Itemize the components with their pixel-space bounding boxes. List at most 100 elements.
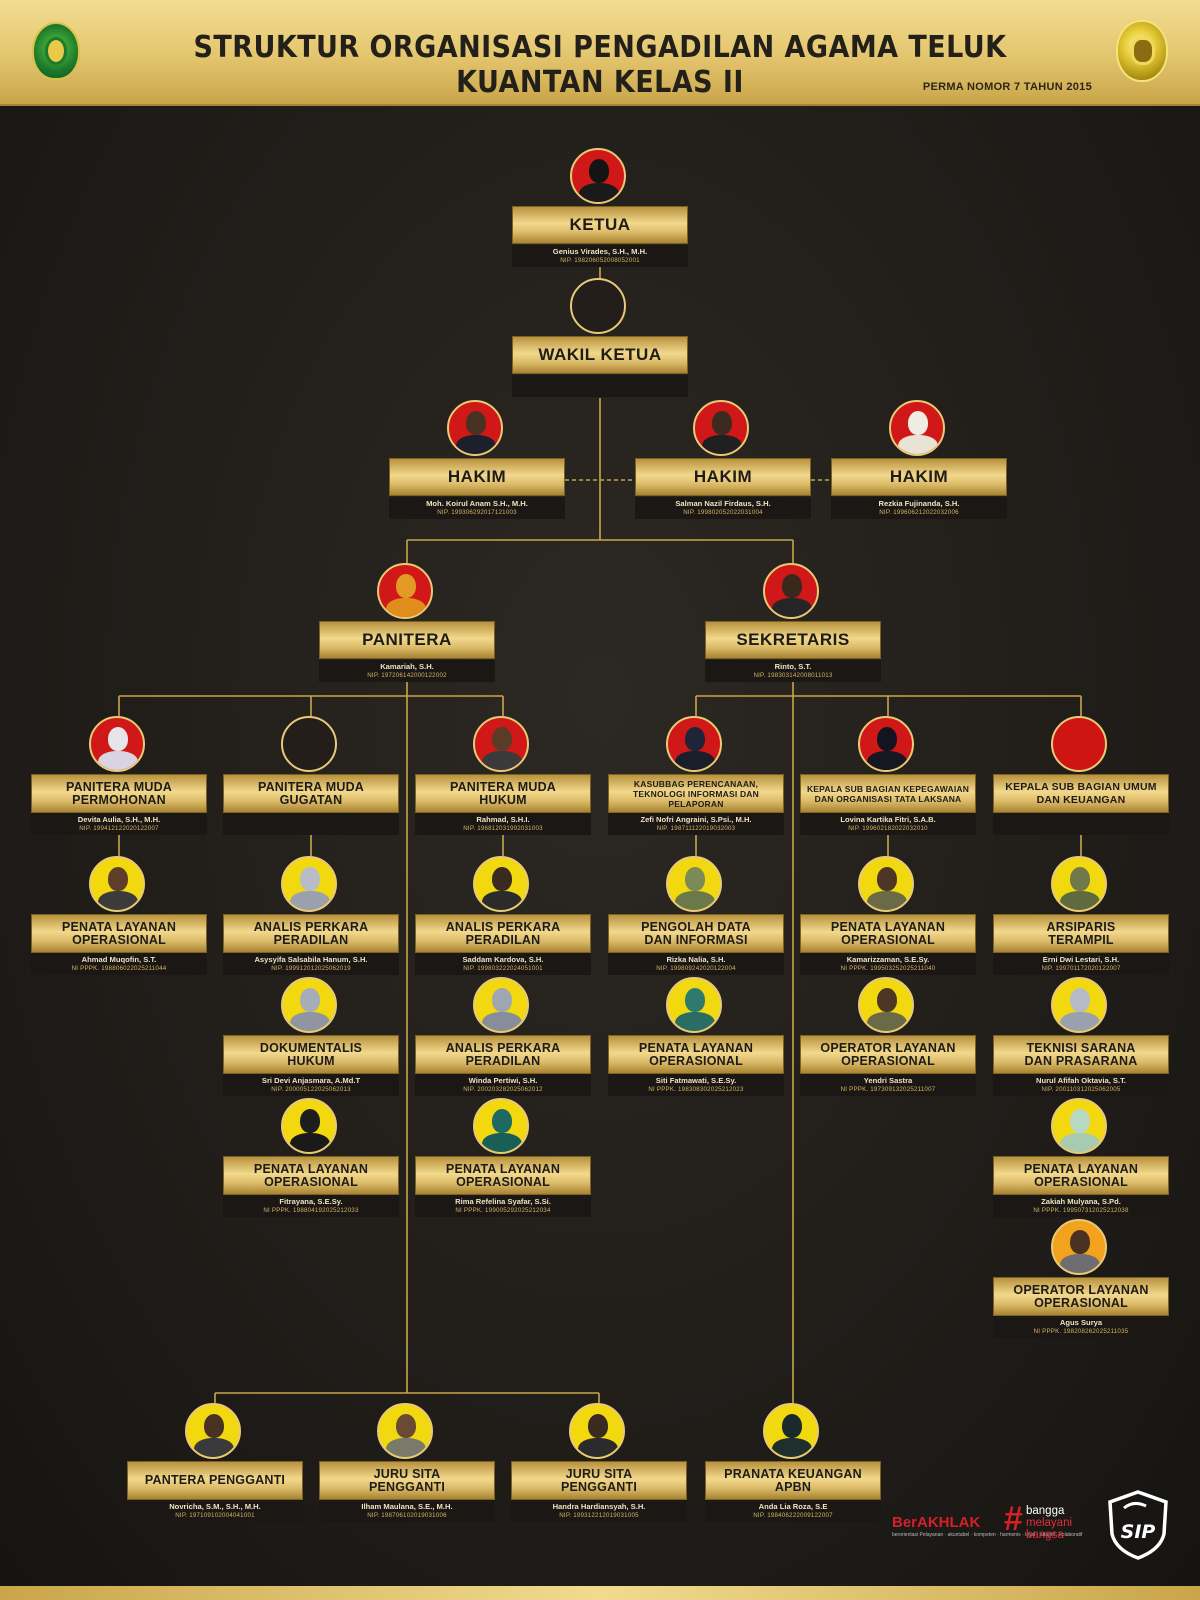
info-box: Devita Aulia, S.H., M.H.NIP. 19941212202… [31, 813, 207, 835]
hashtag-icon: # [1004, 1500, 1023, 1538]
footer-band [0, 1586, 1200, 1600]
photo-person [473, 716, 529, 772]
person-name: Agus Surya [1059, 1318, 1103, 1327]
role-title: TEKNISI SARANA [1026, 1040, 1136, 1055]
info-box: Erni Dwi Lestari, S.H.NIP. 1997011720201… [993, 953, 1169, 975]
info-box: Zakiah Mulyana, S.Pd.NI PPPK. 1995073120… [993, 1195, 1169, 1217]
role-title-line2: HUKUM [287, 1053, 335, 1068]
person-nip: NIP. 199606212022032006 [879, 509, 959, 516]
photo-person [473, 856, 529, 912]
photo-person [763, 1403, 819, 1459]
role-plate: SEKRETARIS [705, 621, 881, 659]
photo-hakim-3 [889, 400, 945, 456]
role-title: OPERATOR LAYANAN [1013, 1282, 1149, 1297]
info-box [512, 375, 688, 397]
role-title: ARSIPARIS [1046, 919, 1116, 934]
info-box: Rezkia Fujinanda, S.H.NIP. 1996062120220… [831, 497, 1007, 519]
role-title: PENGOLAH DATA [641, 919, 751, 934]
person-name: Siti Fatmawati, S.E.Sy. [655, 1076, 737, 1085]
person-name: Zakiah Mulyana, S.Pd. [1041, 1197, 1121, 1206]
role-title-line2: OPERASIONAL [649, 1053, 743, 1068]
person-nip: NI PPPK. 199503252025211040 [840, 965, 936, 972]
person-nip: NIP. 198406222009122007 [753, 1512, 833, 1519]
role-plate: HAKIM [831, 458, 1007, 496]
role-title-line2: PERADILAN [465, 932, 541, 947]
info-box: Siti Fatmawati, S.E.Sy.NI PPPK. 19830830… [608, 1074, 784, 1096]
person-nip: NIP. 197109102004041001 [175, 1512, 255, 1519]
role-plate: HAKIM [635, 458, 811, 496]
sip-shield-icon: SIP [1108, 1490, 1168, 1560]
role-title: OPERATOR LAYANAN [820, 1040, 956, 1055]
pengadilan-agama-logo-icon [32, 22, 80, 80]
person-nip: NI PPPK. 198208262025211035 [1033, 1328, 1129, 1335]
role-plate: PANTERA PENGGANTI [127, 1461, 303, 1500]
person-nip: NIP. 198303142008011013 [753, 672, 833, 679]
role-plate: WAKIL KETUA [512, 336, 688, 374]
role-title: PENATA LAYANAN [638, 1040, 754, 1055]
info-box: Genius Virades, S.H., M.H.NIP. 198206052… [512, 245, 688, 267]
person-name: Erni Dwi Lestari, S.H. [1042, 955, 1120, 964]
photo-person [666, 856, 722, 912]
person-nip: NI PPPK. 198308302025212023 [648, 1086, 744, 1093]
role-title: JURU SITA [373, 1466, 441, 1481]
role-title: PANITERA [362, 630, 452, 649]
person-nip: NI PPPK. 199507312025212038 [1033, 1207, 1129, 1214]
role-title: ANALIS PERKARA [445, 1040, 561, 1055]
info-box: Asysyifa Salsabila Hanum, S.H.NIP. 19991… [223, 953, 399, 975]
person-nip: NIP. 199802052022031004 [683, 509, 763, 516]
person-nip: NIP. 198706102019031006 [367, 1512, 447, 1519]
role-plate: HAKIM [389, 458, 565, 496]
role-title: KASUBBAG PERENCANAAN, [633, 778, 759, 789]
person-name: Kamariah, S.H. [380, 662, 434, 671]
photo-person [89, 856, 145, 912]
person-name: Rahmad, S.H.I. [476, 815, 530, 824]
person-name: Saddam Kardova, S.H. [462, 955, 544, 964]
photo-hakim-1 [447, 400, 503, 456]
person-nip: NIP. 200203282025062012 [463, 1086, 543, 1093]
role-title: KEPALA SUB BAGIAN UMUM [1005, 780, 1157, 793]
role-title-line2: DAN INFORMASI [644, 932, 748, 947]
info-box: Ilham Maulana, S.E., M.H.NIP. 1987061020… [319, 1500, 495, 1522]
info-box: Moh. Koirul Anam S.H., M.H.NIP. 19930629… [389, 497, 565, 519]
person-name: Kamarizzaman, S.E.Sy. [846, 955, 930, 964]
person-nip: NIP. 198711122019032003 [656, 825, 736, 832]
bangsa-text: bangsa [1026, 1529, 1064, 1541]
role-title: PANITERA MUDA [449, 779, 557, 794]
role-title-line2: DAN KEUANGAN [1036, 793, 1126, 806]
person-nip: NIP. 199306292017121003 [437, 509, 517, 516]
role-title-line2: PENGGANTI [368, 1479, 446, 1494]
photo-person [858, 716, 914, 772]
role-title: PENATA LAYANAN [830, 919, 946, 934]
role-title: PENATA LAYANAN [61, 919, 177, 934]
person-name: Nurul Afifah Oktavia, S.T. [1035, 1076, 1126, 1085]
photo-person [377, 1403, 433, 1459]
role-title-line2: OPERASIONAL [456, 1174, 550, 1189]
info-box: Nurul Afifah Oktavia, S.T.NIP. 200110312… [993, 1074, 1169, 1096]
person-nip: NIP. 200005122025062013 [271, 1086, 351, 1093]
role-title-line2: PERMOHONAN [72, 792, 166, 807]
sip-text: SIP [1121, 1521, 1156, 1543]
person-nip: NI PPPK. 198806022025211044 [71, 965, 167, 972]
photo-person [858, 856, 914, 912]
photo-empty [570, 278, 626, 334]
person-nip: NI PPPK. 197309132025211007 [840, 1086, 936, 1093]
photo-person [281, 1098, 337, 1154]
info-box: Rahmad, S.H.I.NIP. 196812031992031003 [415, 813, 591, 835]
info-box: Zefi Nofri Angraini, S.Psi., M.H.NIP. 19… [608, 813, 784, 835]
info-box: Rima Refelina Syafar, S.Si.NI PPPK. 1990… [415, 1195, 591, 1217]
person-nip: NIP. 200110312025062005 [1041, 1086, 1121, 1093]
role-plate: KASUBBAG PERENCANAAN,TEKNOLOGI INFORMASI… [608, 774, 784, 813]
role-title: KEPALA SUB BAGIAN KEPEGAWAIAN [806, 783, 970, 794]
person-name: Asysyifa Salsabila Hanum, S.H. [254, 955, 368, 964]
photo-vacant [1051, 716, 1107, 772]
